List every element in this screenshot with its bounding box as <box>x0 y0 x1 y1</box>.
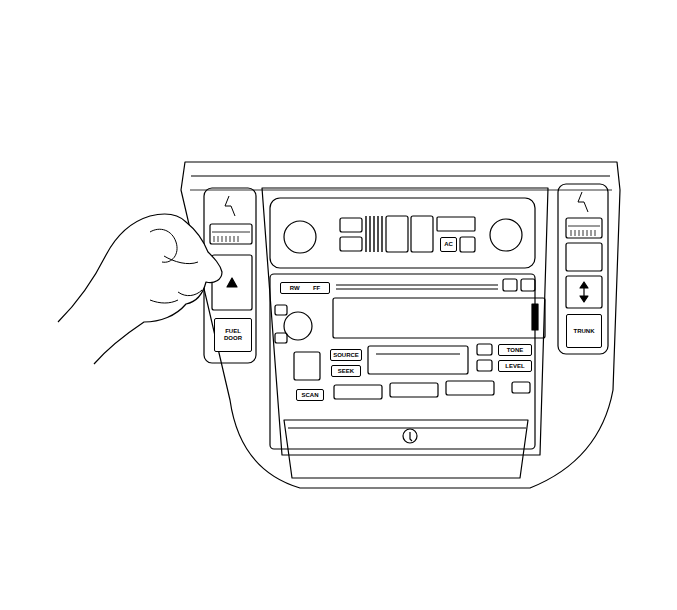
seat-switch-ribs <box>568 226 600 236</box>
hand <box>58 214 222 364</box>
console-button: SOURCE <box>330 349 362 361</box>
bezel-edge <box>191 175 610 176</box>
console-button: RW FF <box>280 282 330 294</box>
preset-button <box>390 383 438 397</box>
button-label: FF <box>313 285 320 292</box>
console-button: SEEK <box>331 365 361 377</box>
radio-button <box>477 344 492 355</box>
button-label: SOURCE <box>333 352 359 359</box>
button-label: RW <box>290 285 300 292</box>
cassette-door <box>368 346 468 374</box>
radio-button <box>477 360 492 371</box>
hazard-symbol <box>227 278 237 287</box>
climate-button <box>340 237 362 251</box>
switch-panel <box>558 184 608 354</box>
rocker-switch <box>386 216 408 252</box>
button-label: TONE <box>507 347 524 354</box>
key-slot <box>410 432 412 441</box>
console-button: LEVEL <box>498 360 532 372</box>
radio-display <box>333 298 545 338</box>
console-button: SCAN <box>296 389 324 401</box>
radio-panel <box>270 274 535 449</box>
switch-button <box>566 243 602 271</box>
button-label: SCAN <box>301 392 318 399</box>
button-label: TRUNK <box>574 328 595 335</box>
seat-icon <box>578 192 588 212</box>
climate-button <box>340 218 362 232</box>
button-label: LEVEL <box>505 363 524 370</box>
button-label: SEEK <box>338 368 354 375</box>
preset-button <box>446 381 494 395</box>
console-button: TONE <box>498 344 532 356</box>
console-button: TRUNK <box>566 314 602 348</box>
seat-switch <box>210 224 252 244</box>
bezel <box>181 162 620 488</box>
climate-knob <box>284 221 316 253</box>
display-bar <box>532 304 538 330</box>
climate-button <box>460 237 475 252</box>
rocker-switch <box>411 216 433 252</box>
button-label: AC <box>444 241 453 248</box>
eject-button <box>503 279 517 291</box>
storage-door <box>284 420 528 478</box>
lock-cylinder <box>403 429 417 443</box>
cd-slot <box>336 285 498 289</box>
console-button: FUEL DOOR <box>214 318 252 352</box>
button-label: FUEL DOOR <box>217 328 249 341</box>
switch-button <box>566 276 602 308</box>
seat-icon <box>225 196 235 216</box>
climate-display <box>437 217 475 231</box>
radio-button <box>294 352 320 380</box>
centre-stack <box>262 188 548 455</box>
seat-switch <box>566 218 602 238</box>
console-button: AC <box>440 237 457 252</box>
cassette-slot <box>376 353 460 354</box>
storage-edge <box>288 427 526 428</box>
seat-switch-ribs <box>212 232 250 242</box>
adjust-arrows <box>580 282 588 302</box>
preset-button <box>334 385 382 399</box>
vent-slots <box>366 216 382 252</box>
radio-button <box>275 333 287 343</box>
radio-button <box>521 279 535 291</box>
climate-knob <box>490 219 522 251</box>
climate-panel <box>270 198 535 268</box>
finger-lines <box>150 229 202 303</box>
radio-button <box>275 305 287 315</box>
volume-knob <box>284 312 312 340</box>
radio-button <box>512 382 530 393</box>
